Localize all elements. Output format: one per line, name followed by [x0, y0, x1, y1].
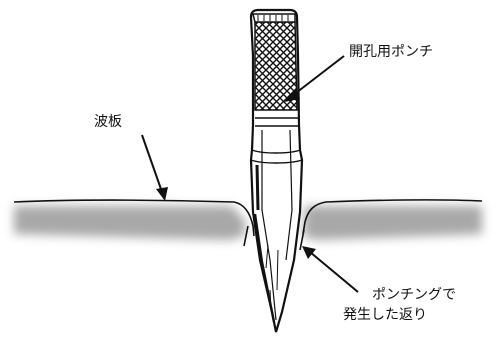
punch-tool	[249, 8, 304, 333]
plate-leader	[141, 134, 163, 193]
corrugated-plate-label: 波板	[94, 114, 122, 130]
plate-shadow	[14, 206, 482, 240]
punch-leader	[291, 55, 345, 97]
burr	[243, 225, 305, 251]
leader-arrows	[141, 55, 359, 293]
punch-label: 開孔用ポンチ	[349, 44, 433, 60]
burr-label-line2: 発生した返り	[343, 307, 427, 323]
burr-arrowhead	[302, 246, 316, 259]
punch-arrowhead	[284, 88, 300, 102]
burr-label-line1: ポンチングで	[372, 287, 456, 303]
corrugated-plate	[13, 199, 483, 237]
plate-arrowhead	[156, 187, 168, 201]
burr-leader	[309, 251, 359, 293]
